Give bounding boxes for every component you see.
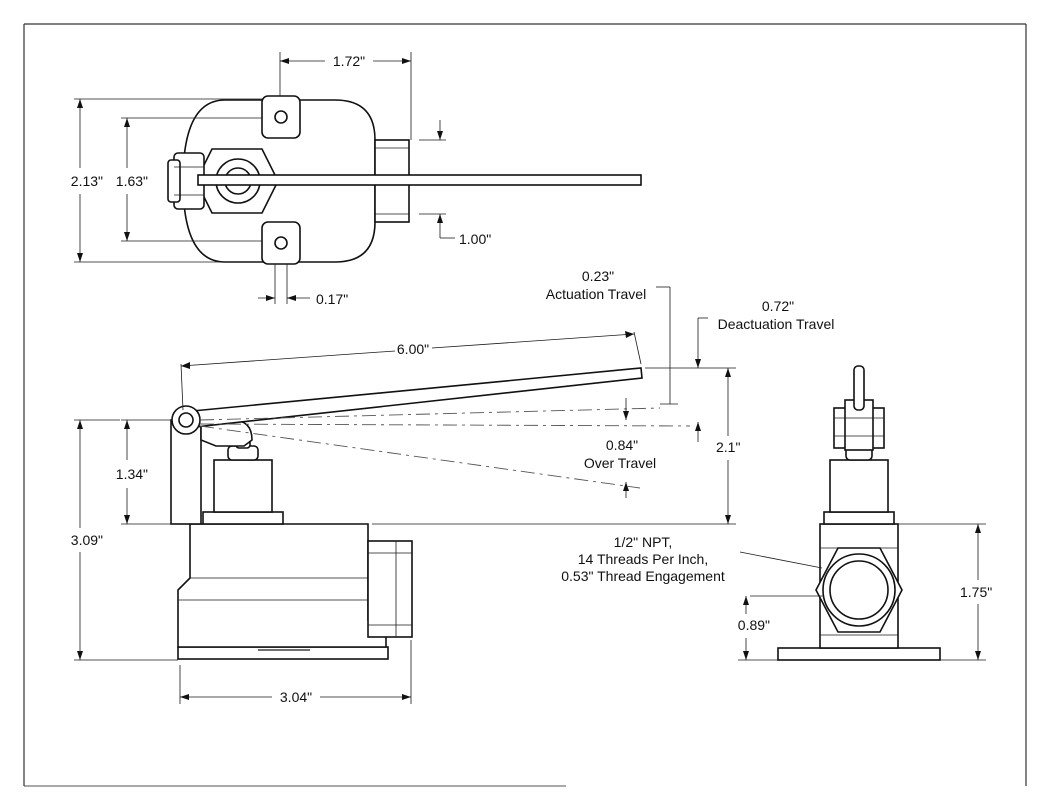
dim-top-height-inner: 1.63" xyxy=(116,173,148,189)
front-view xyxy=(170,367,691,660)
dim-top-width: 1.72" xyxy=(333,53,365,69)
dim-actuation-value: 0.23" xyxy=(582,268,614,284)
dim-deactuation-value: 0.72" xyxy=(762,298,794,314)
dim-top-body-width: 1.00" xyxy=(459,231,491,247)
dim-npt-line2: 14 Threads Per Inch, xyxy=(578,551,708,567)
dim-arm-length: 6.00" xyxy=(397,341,429,357)
dim-total-height: 3.09" xyxy=(71,532,103,548)
dim-npt-line3: 0.53" Thread Engagement xyxy=(561,568,725,584)
dim-top-height-outer: 2.13" xyxy=(71,173,103,189)
dimension-labels: 1.72" 2.13" 1.63" 1.00" 0.17" 0.23" Actu… xyxy=(71,53,992,705)
dim-side-height: 1.75" xyxy=(960,584,992,600)
top-view-dimensions xyxy=(74,52,455,304)
dim-overtravel-value: 0.84" xyxy=(606,437,638,453)
dim-base-width: 3.04" xyxy=(280,689,312,705)
side-view xyxy=(777,365,941,661)
dim-npt-line1: 1/2" NPT, xyxy=(614,534,673,550)
front-view-dimensions xyxy=(74,286,736,704)
dim-top-hole: 0.17" xyxy=(316,291,348,307)
dim-deactuation-label: Deactuation Travel xyxy=(718,316,835,332)
side-view-dimensions xyxy=(738,523,986,661)
dim-pivot-height: 1.34" xyxy=(116,466,148,482)
dim-overtravel-label: Over Travel xyxy=(584,455,656,471)
top-view xyxy=(167,95,642,265)
dim-actuation-label: Actuation Travel xyxy=(546,286,646,302)
dim-arm-height: 2.1" xyxy=(716,439,740,455)
drawing-frame xyxy=(23,23,1027,787)
dim-port-height: 0.89" xyxy=(738,617,770,633)
